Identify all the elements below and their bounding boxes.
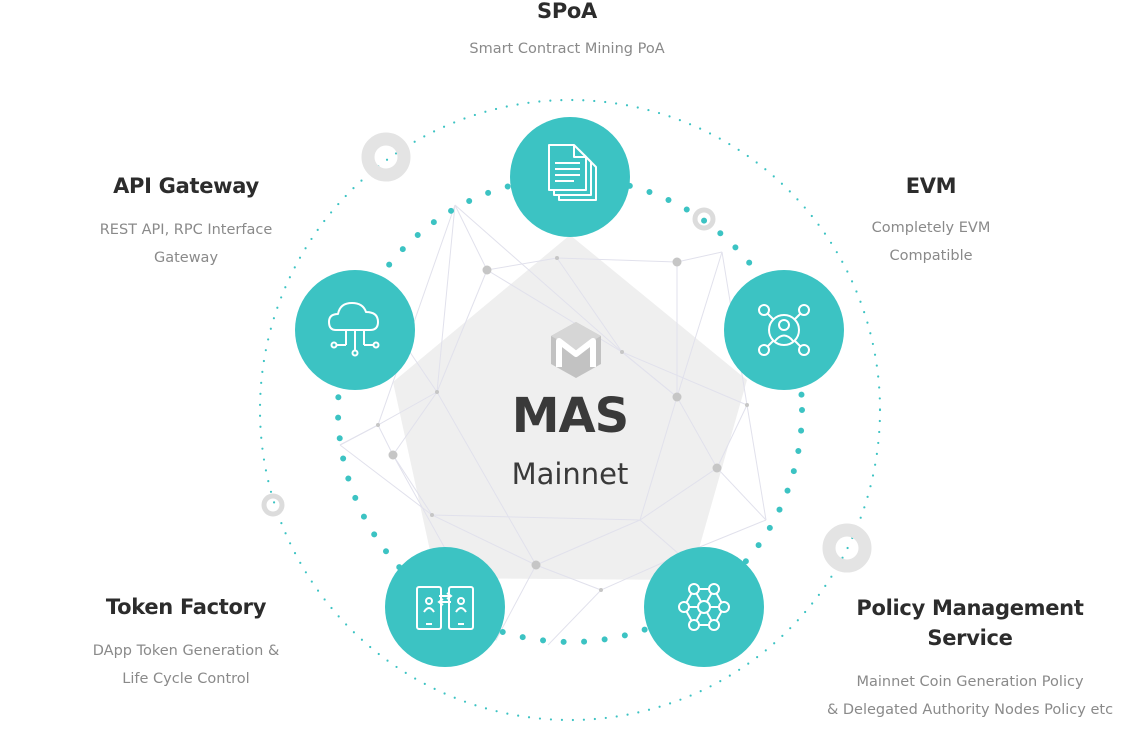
- feature-desc: DApp Token Generation & Life Cycle Contr…: [51, 637, 321, 693]
- feature-desc-line: Completely EVM: [871, 220, 991, 236]
- center-title: MAS: [511, 388, 629, 444]
- center-pentagon: [393, 235, 747, 580]
- feature-title: Token Factory: [105, 595, 267, 619]
- feature-desc-line: & Delegated Authority Nodes Policy etc: [826, 702, 1114, 718]
- feature-desc: REST API, RPC Interface Gateway: [61, 216, 311, 272]
- node-mesh-icon: [678, 583, 730, 631]
- center-subtitle: Mainnet: [511, 457, 629, 491]
- feature-desc-line: Compatible: [889, 248, 973, 264]
- node-policy[interactable]: [644, 547, 764, 667]
- phone-exchange-icon: [416, 586, 474, 630]
- feature-title: EVM: [905, 174, 957, 198]
- node-api-gateway[interactable]: [295, 270, 415, 390]
- node-spoa[interactable]: [510, 117, 630, 237]
- user-network-icon: [758, 304, 810, 356]
- feature-spoa: SPoA Smart Contract Mining PoA: [417, 0, 717, 63]
- feature-desc-line: DApp Token Generation &: [92, 643, 280, 659]
- feature-desc-line: Life Cycle Control: [122, 671, 250, 687]
- documents-icon: [548, 144, 597, 201]
- mas-logo-icon: [551, 322, 601, 378]
- network-nodes: [376, 256, 749, 592]
- feature-desc-line: Mainnet Coin Generation Policy: [856, 674, 1084, 690]
- feature-title: Policy Management Service: [800, 593, 1140, 653]
- feature-token-factory: Token Factory DApp Token Generation & Li…: [51, 592, 321, 693]
- decor-rings: [261, 132, 872, 573]
- feature-desc: Smart Contract Mining PoA: [417, 35, 717, 63]
- feature-api-gateway: API Gateway REST API, RPC Interface Gate…: [61, 171, 311, 272]
- feature-desc: Mainnet Coin Generation Policy & Delegat…: [800, 668, 1140, 724]
- feature-desc: Completely EVM Compatible: [831, 214, 1031, 270]
- feature-title-line: Service: [927, 626, 1013, 650]
- feature-desc-line: REST API, RPC Interface: [99, 222, 273, 238]
- feature-title: SPoA: [537, 0, 597, 23]
- outer-dotted-ring: [258, 98, 882, 722]
- node-token-factory[interactable]: [385, 547, 505, 667]
- feature-evm: EVM Completely EVM Compatible: [831, 171, 1031, 270]
- node-evm[interactable]: [724, 270, 844, 390]
- feature-desc-line: Smart Contract Mining PoA: [469, 41, 665, 57]
- feature-title-line: Policy Management: [856, 596, 1084, 620]
- cloud-network-icon: [328, 302, 380, 357]
- feature-title: API Gateway: [113, 174, 259, 198]
- feature-policy: Policy Management Service Mainnet Coin G…: [800, 593, 1140, 724]
- feature-desc-line: Gateway: [153, 250, 219, 266]
